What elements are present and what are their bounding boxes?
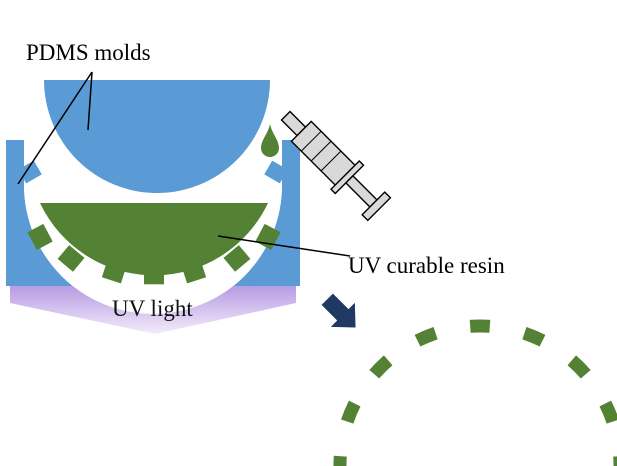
cured-resin-segment xyxy=(341,400,361,424)
uv-light-label: UV light xyxy=(112,296,193,321)
syringe-icon xyxy=(280,110,392,222)
resin-tooth xyxy=(255,223,281,250)
resin-teeth xyxy=(27,223,281,285)
cured-resin-segment xyxy=(369,355,393,379)
resin-tooth xyxy=(181,260,207,284)
resin-tooth xyxy=(223,245,251,272)
cured-resin-segment xyxy=(599,400,617,424)
resin-tooth xyxy=(57,245,85,272)
pdms-mold-notch xyxy=(18,160,42,184)
resin-tooth xyxy=(101,260,127,284)
resin-droplet xyxy=(261,124,279,157)
pdms-mold-notch xyxy=(264,160,288,184)
resin-tooth xyxy=(144,266,164,285)
pdms-mold-dome xyxy=(44,80,270,193)
resin-tooth xyxy=(27,223,53,250)
pointer-line-base xyxy=(17,71,93,185)
uv-curable-resin-label: UV curable resin xyxy=(348,253,505,278)
cured-resin-segment xyxy=(567,355,591,379)
pdms-mold-notches xyxy=(18,160,288,184)
pointer-line-resin xyxy=(217,235,351,257)
pdms-molds-label: PDMS molds xyxy=(26,40,151,65)
cured-resin-segment xyxy=(522,327,546,347)
process-arrow-icon xyxy=(321,293,356,328)
pointer-line-dome xyxy=(87,71,93,131)
cured-resin-segment xyxy=(414,327,438,347)
uv-curable-resin-layer xyxy=(40,203,268,276)
cured-resin-ring-segments xyxy=(333,319,617,466)
